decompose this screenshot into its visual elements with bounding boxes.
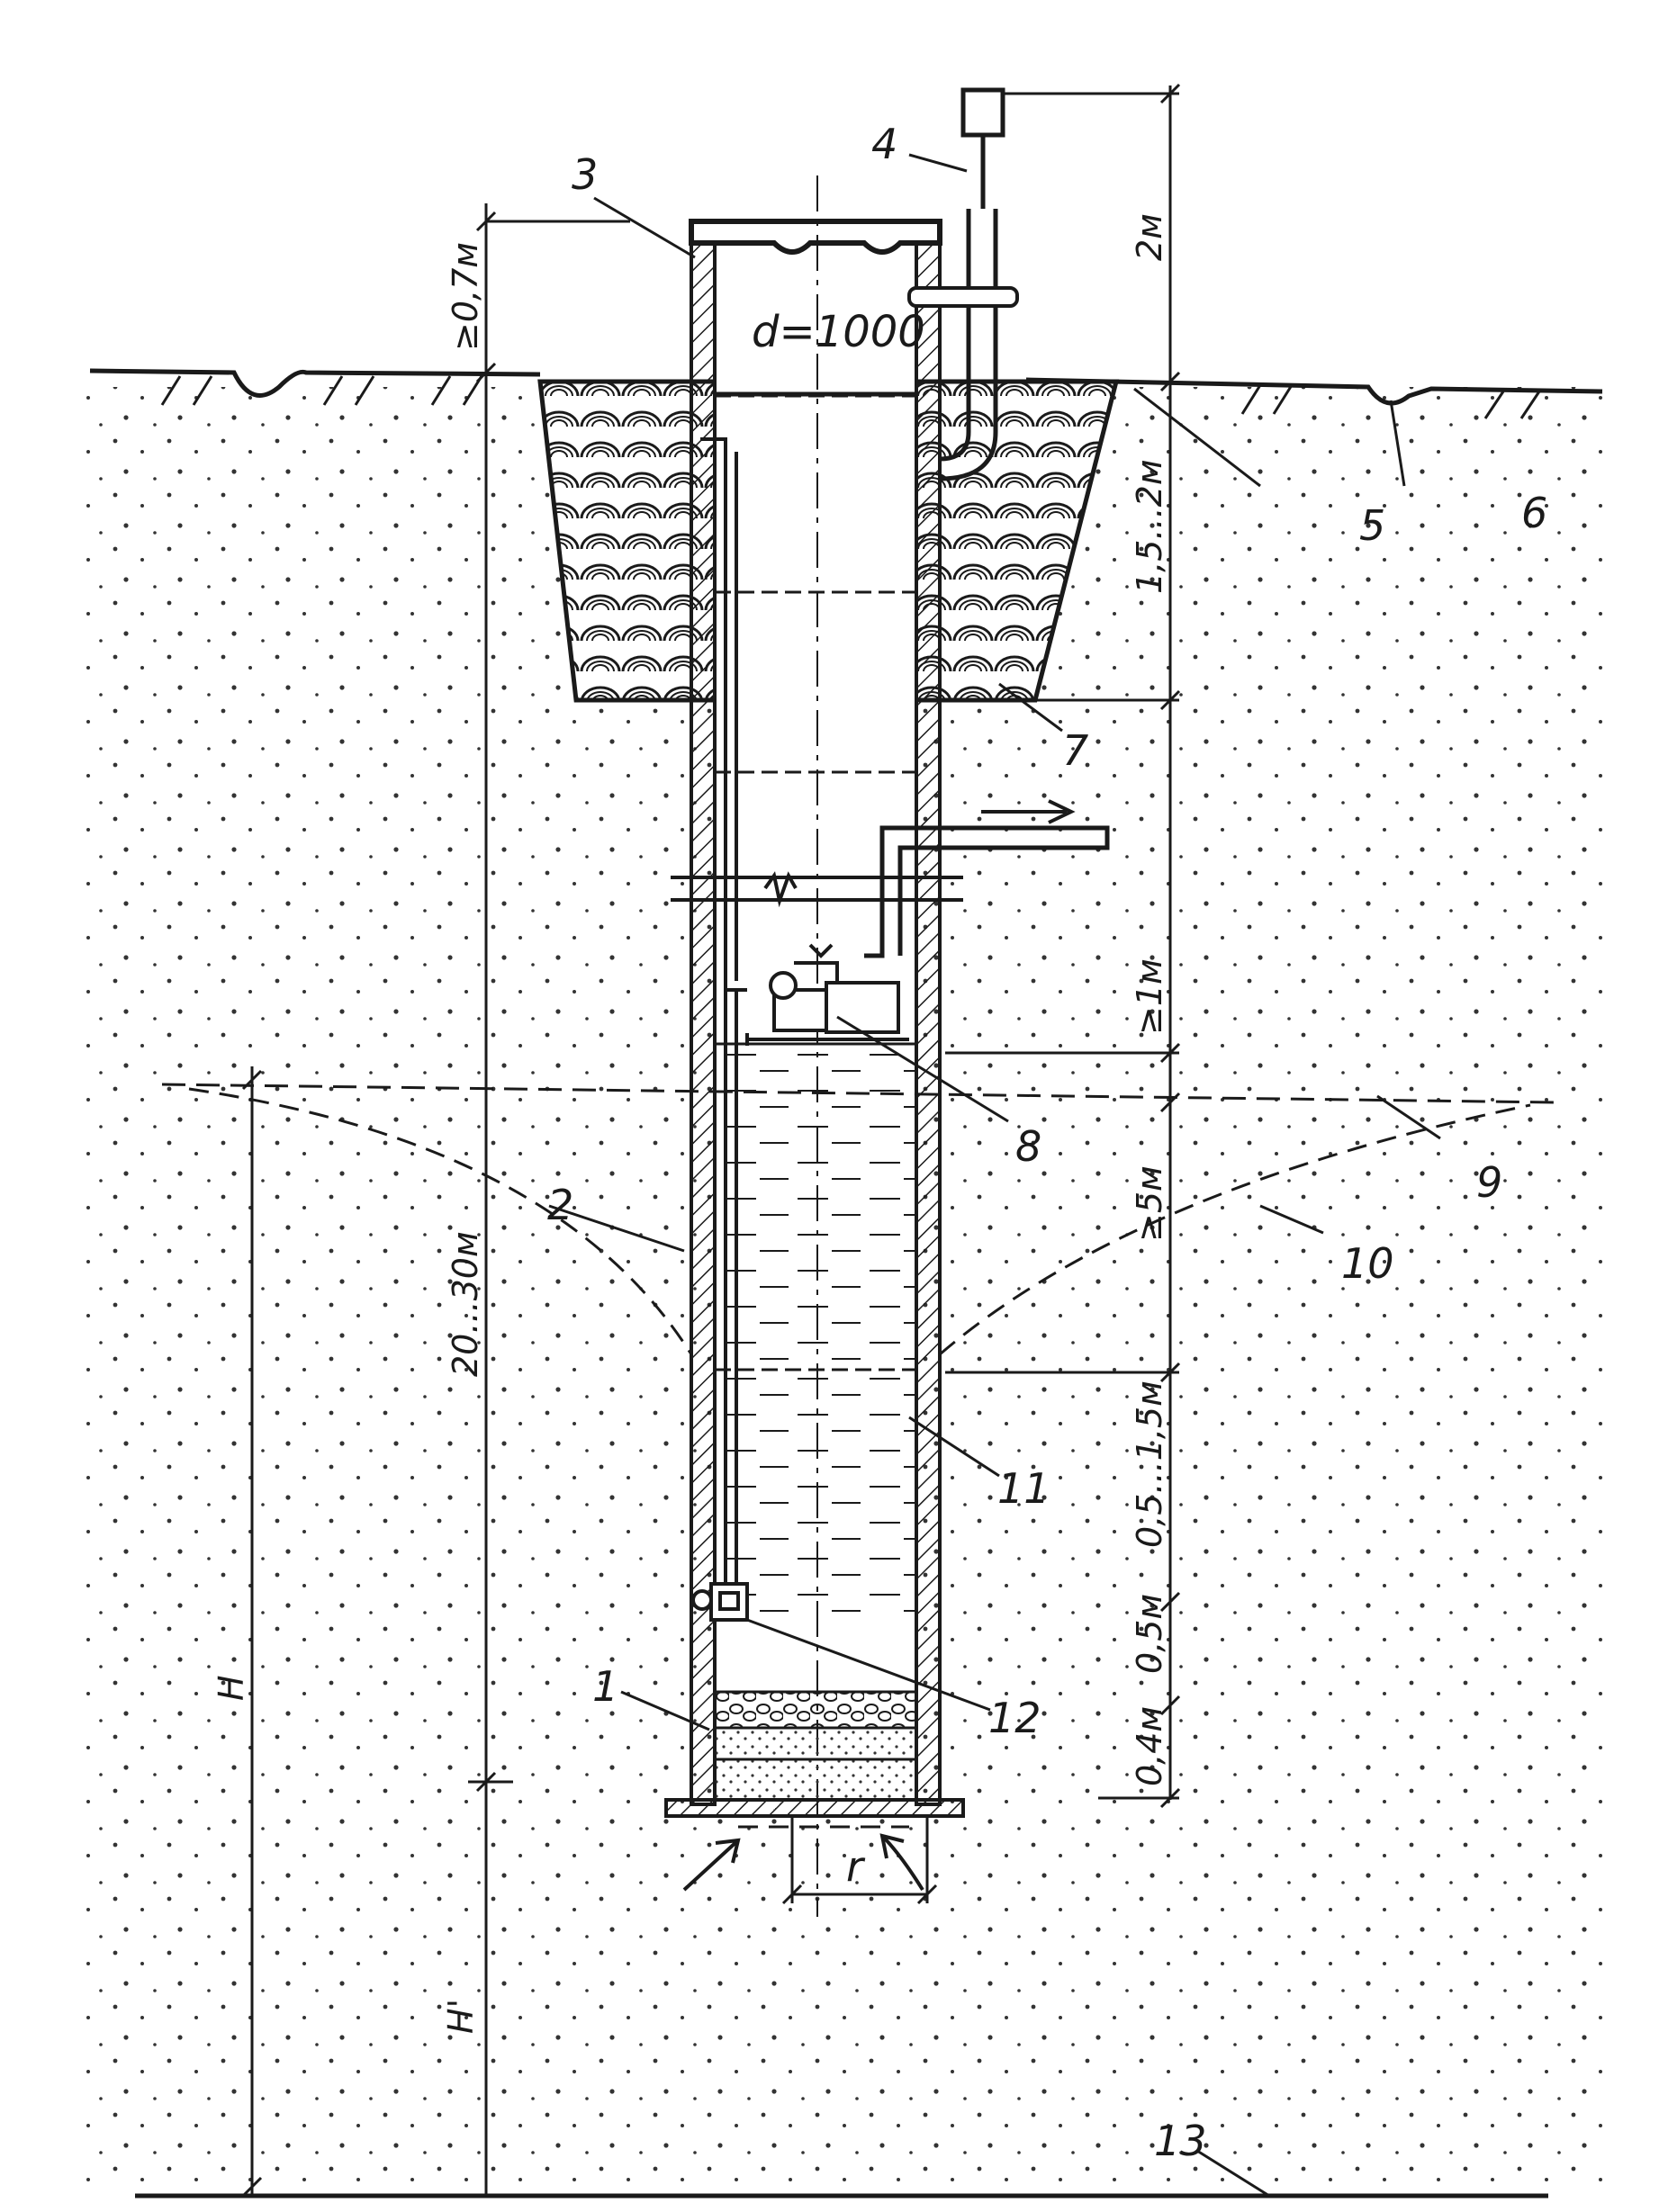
label-13: 13 <box>1154 2117 1207 2165</box>
shaft-wall-right <box>915 241 942 1806</box>
radius-dimension <box>781 1818 938 1905</box>
bottom-filter-sand <box>713 1726 918 1802</box>
dimension-left <box>241 203 630 2198</box>
static-water-level <box>161 1083 1558 1104</box>
vent-pipe-clamp <box>907 286 1019 308</box>
dim-aquifer-h2: H' <box>441 1999 481 2034</box>
depression-curve-right <box>939 1103 1531 1356</box>
dim-aquifer-h: H <box>212 1675 251 1701</box>
submersible-pump <box>691 1582 749 1622</box>
vent-pipe <box>939 209 998 481</box>
label-4: 4 <box>871 120 897 168</box>
label-10: 10 <box>1341 1239 1394 1288</box>
label-7: 7 <box>1062 726 1088 775</box>
label-8: 8 <box>1015 1122 1041 1171</box>
label-2: 2 <box>547 1181 573 1229</box>
depression-curve-left <box>188 1087 693 1355</box>
bottom-filter-gravel <box>713 1690 918 1730</box>
bottom-knife-ring <box>664 1798 965 1818</box>
dim-vent-height: 2м <box>1130 213 1169 261</box>
crossing-pipe <box>671 871 963 908</box>
dimension-right <box>945 83 1181 1809</box>
discharge-pipe <box>864 825 1110 958</box>
dim-above-ground: ≥0,7м <box>446 242 485 351</box>
label-11: 11 <box>997 1464 1050 1513</box>
water-body <box>715 1044 916 1615</box>
label-3: 3 <box>572 150 598 199</box>
diameter-label: d=1000 <box>752 307 925 357</box>
surface-pump <box>745 943 909 1046</box>
shaft-wall-left <box>690 241 717 1806</box>
radius-label: r <box>846 1842 866 1891</box>
leader-lines <box>548 153 1441 2198</box>
dim-shaft-depth: 20...30м <box>446 1231 485 1377</box>
label-12: 12 <box>988 1694 1041 1742</box>
inflow-arrow-left <box>682 1838 741 1892</box>
dim-clay-lock: 1,5...2м <box>1130 459 1169 594</box>
ground-ticks <box>160 375 1541 419</box>
submersible-pipe <box>724 990 738 1597</box>
label-9: 9 <box>1476 1158 1502 1207</box>
dim-pump-clearance: ≥1м <box>1130 958 1169 1035</box>
label-6: 6 <box>1521 489 1547 537</box>
dim-filter: 0,4м <box>1130 1706 1169 1786</box>
vent-pipe-head <box>960 87 1005 138</box>
label-5: 5 <box>1359 501 1385 550</box>
well-cap <box>689 219 942 255</box>
label-1: 1 <box>592 1662 618 1711</box>
dim-drawdown: ≥5м <box>1130 1165 1169 1242</box>
discharge-arrow <box>981 799 1076 824</box>
inflow-arrow-right <box>879 1833 924 1892</box>
dim-water-column: 0,5...1,5м <box>1130 1380 1169 1548</box>
dim-pump-bottom: 0,5м <box>1130 1594 1169 1674</box>
